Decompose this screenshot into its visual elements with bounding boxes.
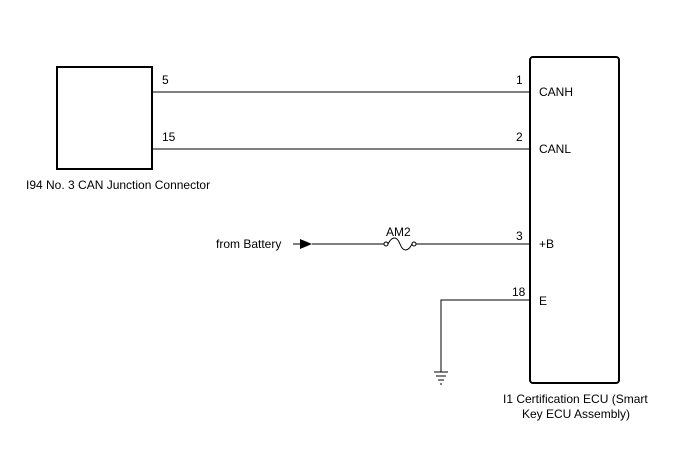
- junction-pin-5: 5: [162, 73, 169, 87]
- ecu-box: [529, 56, 620, 384]
- ecu-label-line2: Key ECU Assembly): [522, 407, 630, 421]
- fuse-icon: [383, 237, 417, 251]
- ecu-label-line1: I1 Certification ECU (Smart: [503, 392, 648, 406]
- ground-wire: [440, 299, 530, 372]
- fuse-label: AM2: [386, 225, 411, 239]
- junction-connector-label: I94 No. 3 CAN Junction Connector: [26, 178, 210, 192]
- ecu-pin-2: 2: [516, 130, 523, 144]
- ecu-terminal-plus-b: +B: [539, 237, 554, 251]
- ecu-pin-3: 3: [516, 229, 523, 243]
- ecu-pin-1: 1: [516, 73, 523, 87]
- battery-arrow-icon: [300, 239, 312, 249]
- ground-icon: [434, 371, 448, 385]
- ecu-terminal-e: E: [539, 294, 547, 308]
- junction-pin-15: 15: [162, 130, 176, 144]
- ecu-terminal-canl: CANL: [539, 142, 571, 156]
- from-battery-label: from Battery: [216, 237, 281, 251]
- ecu-terminal-canh: CANH: [539, 85, 573, 99]
- junction-connector-box: [56, 66, 153, 170]
- ecu-pin-18: 18: [512, 285, 526, 299]
